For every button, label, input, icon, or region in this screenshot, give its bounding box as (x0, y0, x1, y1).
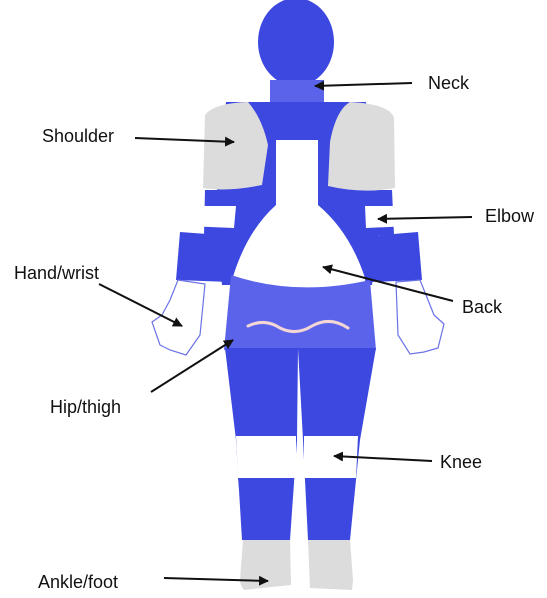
neck-region (270, 80, 324, 102)
right-elbow-band (365, 206, 410, 228)
right-forearm (368, 232, 422, 282)
hip-thigh-arrow (151, 340, 233, 392)
neck-arrow (315, 83, 412, 86)
label-neck: Neck (428, 74, 469, 92)
left-forearm (176, 232, 234, 282)
label-shoulder: Shoulder (42, 127, 114, 145)
label-knee: Knee (440, 453, 482, 471)
label-hand-wrist: Hand/wrist (14, 264, 99, 282)
label-elbow: Elbow (485, 207, 534, 225)
label-hip-thigh: Hip/thigh (50, 398, 121, 416)
right-foot (308, 540, 353, 590)
left-knee-band (236, 436, 296, 478)
left-hand (152, 280, 205, 355)
label-ankle-foot: Ankle/foot (38, 573, 118, 591)
left-foot (240, 540, 291, 590)
left-shin-band (238, 478, 294, 488)
left-elbow-band (186, 206, 236, 228)
head (258, 0, 334, 86)
label-back: Back (462, 298, 502, 316)
right-hand (396, 280, 444, 354)
